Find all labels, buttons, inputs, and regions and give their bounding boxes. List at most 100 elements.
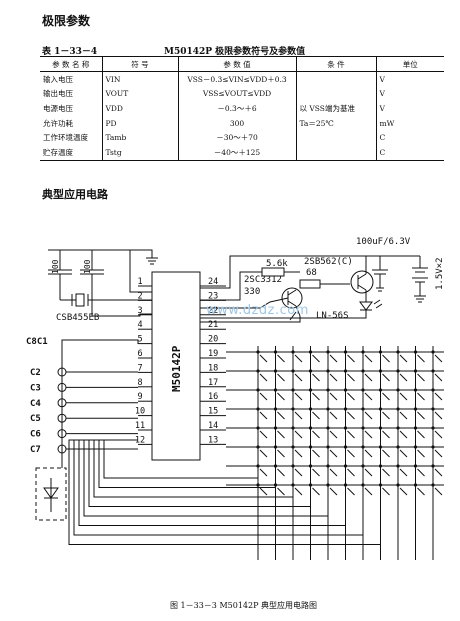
matrix-junction (396, 426, 400, 430)
pin-right-number: 21 (208, 320, 218, 330)
section-title: 极限参数 (42, 14, 91, 28)
matrix-key-switch (382, 392, 390, 401)
matrix-key-switch (277, 487, 285, 496)
matrix-key-switch (329, 411, 338, 420)
matrix-key-switch (382, 449, 390, 458)
matrix-junction (396, 407, 400, 411)
cell-unit: C (375, 130, 444, 145)
cell-symbol: PD (101, 115, 178, 131)
matrix-junction (291, 426, 295, 430)
matrix-key-switch (382, 487, 390, 496)
matrix-key-switch (417, 411, 425, 420)
cell-name: 输入电压 (43, 74, 73, 84)
matrix-junction (326, 369, 330, 373)
matrix-key-switch (364, 468, 373, 477)
cell-unit: V (375, 86, 444, 102)
figure-caption: 图 1－33－3 M50142P 典型应用电路图 (170, 601, 318, 610)
matrix-junction (431, 350, 435, 354)
matrix-junction (413, 369, 418, 373)
matrix-junction (431, 464, 435, 468)
matrix-key-switch (417, 449, 425, 458)
matrix-key-switch (399, 392, 408, 401)
matrix-key-switch (259, 468, 268, 477)
matrix-junction (273, 407, 278, 411)
matrix-junction (273, 445, 278, 449)
matrix-key-switch (382, 411, 390, 420)
cell-unit: mW (375, 115, 444, 131)
cell-condition (295, 130, 376, 145)
matrix-junction (256, 426, 260, 430)
resonator-label: CSB455EB (56, 313, 99, 323)
bus-line-label: C3 (30, 383, 41, 393)
matrix-key-switch (347, 411, 355, 420)
col-header-name: 参 数 名 称 (40, 56, 102, 72)
matrix-key-switch (399, 411, 408, 420)
matrix-junction (431, 388, 435, 392)
matrix-key-switch (364, 487, 373, 496)
matrix-key-switch (382, 354, 390, 363)
matrix-key-switch (277, 354, 285, 363)
matrix-junction (431, 445, 435, 449)
transistor-npn-label: 2SC3312 (244, 275, 282, 285)
matrix-junction (378, 388, 383, 392)
matrix-key-switch (382, 468, 390, 477)
matrix-key-switch (434, 430, 443, 439)
matrix-junction (343, 407, 348, 411)
watermark: www.dzdz.com (206, 303, 309, 318)
col-header-symbol: 符 号 (101, 56, 178, 72)
matrix-key-switch (347, 430, 355, 439)
matrix-junction (361, 445, 365, 449)
matrix-key-switch (347, 468, 355, 477)
table-header-row: 参 数 名 称 符 号 参 数 值 条 件 单位 (40, 56, 444, 72)
cell-value: 300 (177, 115, 296, 131)
matrix-key-switch (277, 430, 285, 439)
cell-condition (295, 144, 376, 161)
matrix-junction (326, 445, 330, 449)
matrix-key-switch (277, 373, 285, 382)
matrix-junction (256, 388, 260, 392)
matrix-key-switch (417, 468, 425, 477)
matrix-key-switch (294, 411, 303, 420)
pin-left-number: 12 (135, 435, 145, 445)
matrix-junction (291, 388, 295, 392)
matrix-junction (396, 388, 400, 392)
matrix-key-switch (347, 487, 355, 496)
matrix-key-switch (364, 449, 373, 458)
cell-unit: V (375, 71, 444, 87)
cell-condition (295, 86, 376, 102)
matrix-key-switch (382, 373, 390, 382)
cell-symbol: VDD (101, 101, 178, 116)
cell-name: 工作环境温度 (43, 133, 88, 143)
matrix-junction (308, 388, 313, 392)
matrix-junction (378, 445, 383, 449)
matrix-junction (431, 369, 435, 373)
pin-right-number: 19 (208, 349, 218, 359)
bus-line-label: C4 (30, 399, 41, 409)
matrix-key-switch (417, 487, 425, 496)
matrix-key-switch (434, 468, 443, 477)
col-header-value: 参 数 值 (177, 56, 296, 72)
matrix-key-switch (294, 468, 303, 477)
matrix-junction (273, 426, 278, 430)
pin-right-number: 13 (208, 435, 218, 445)
matrix-junction (431, 426, 435, 430)
matrix-junction (273, 388, 278, 392)
matrix-junction (256, 445, 260, 449)
matrix-key-switch (434, 487, 443, 496)
bus-line-label: C6 (30, 430, 41, 440)
diode-icon (43, 478, 59, 512)
ic-chip-label: M50142P (170, 345, 183, 392)
pin-right-number: 23 (208, 291, 218, 301)
matrix-key-switch (434, 373, 443, 382)
led-label: LN-56S (316, 311, 349, 321)
pin-left-number: 5 (137, 335, 142, 345)
matrix-key-switch (329, 449, 338, 458)
matrix-junction (273, 369, 278, 373)
pin-right-number: 24 (208, 277, 218, 287)
col-header-unit: 单位 (375, 56, 444, 72)
cell-symbol: VIN (101, 71, 178, 87)
bus-label: C8C1 (26, 337, 48, 347)
table-row: 输入电压 VIN VSS－0.3≤VIN≤VDD＋0.3 V (40, 71, 444, 87)
matrix-junction (361, 426, 365, 430)
matrix-key-switch (259, 411, 268, 420)
